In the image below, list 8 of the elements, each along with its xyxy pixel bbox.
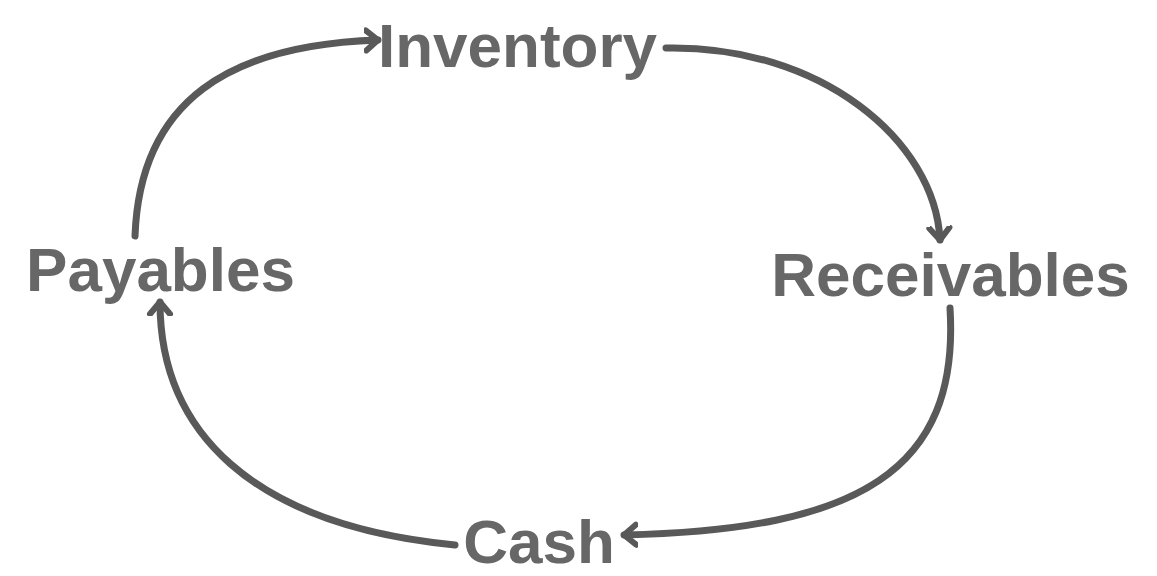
node-label: Payables (26, 233, 295, 305)
curved-arrow (147, 298, 459, 549)
curved-arrow (620, 304, 954, 548)
node-label: Receivables (771, 238, 1130, 310)
node-label: Cash (463, 505, 615, 576)
node-label: Inventory (378, 9, 658, 81)
curved-arrow (662, 44, 952, 244)
curved-arrow (131, 27, 382, 240)
